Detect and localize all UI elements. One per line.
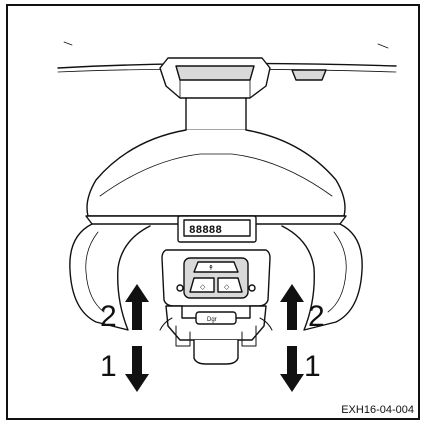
left-grip bbox=[69, 223, 151, 331]
rain-sensor bbox=[291, 69, 327, 81]
svg-text:◇: ◇ bbox=[200, 284, 206, 291]
right-up-arrow-icon bbox=[280, 284, 304, 330]
left-up-arrow-icon bbox=[125, 284, 149, 330]
mount-stem bbox=[185, 97, 247, 131]
right-light-icon bbox=[248, 284, 256, 292]
figure-id: EXH16-04-004 bbox=[341, 404, 414, 416]
left-step-1-label: 1 bbox=[100, 350, 117, 383]
sunroof-button bbox=[193, 261, 239, 273]
right-step-1-label: 1 bbox=[304, 350, 321, 383]
console-body bbox=[86, 129, 346, 217]
right-down-arrow-icon bbox=[280, 346, 304, 392]
svg-text:↟: ↟ bbox=[208, 264, 214, 272]
display-window bbox=[183, 219, 251, 237]
left-down-arrow-icon bbox=[125, 346, 149, 392]
left-step-2-label: 2 bbox=[100, 300, 117, 333]
right-step-2-label: 2 bbox=[308, 300, 325, 333]
right-grip bbox=[281, 223, 363, 331]
display-readout: 88888 bbox=[189, 225, 222, 237]
left-light-icon bbox=[176, 284, 184, 292]
svg-text:◇: ◇ bbox=[224, 284, 230, 291]
hazard-button-label: Dgr bbox=[207, 317, 217, 323]
hazard-button bbox=[195, 311, 237, 325]
